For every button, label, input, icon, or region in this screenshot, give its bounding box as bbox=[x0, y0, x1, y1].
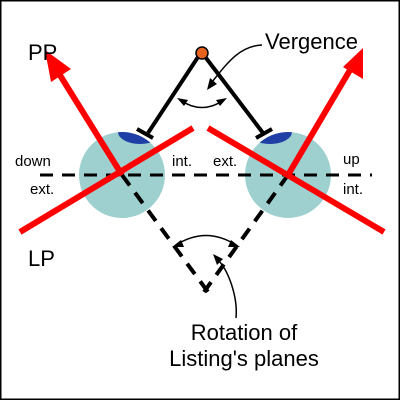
left-int-label: int. bbox=[172, 153, 192, 170]
right-visual-axis bbox=[201, 52, 265, 135]
left-pp-arrow-shaft bbox=[55, 70, 125, 177]
lp-label: LP bbox=[28, 246, 55, 271]
pp-label: PP bbox=[28, 40, 57, 65]
left-down-label: down bbox=[15, 153, 51, 170]
right-int-label: int. bbox=[343, 181, 363, 198]
rotation-leader-line bbox=[217, 259, 237, 319]
rotation-label-line2: Listing's planes bbox=[169, 346, 319, 371]
right-pp-arrow-shaft bbox=[285, 68, 353, 177]
right-ext-label: ext. bbox=[213, 153, 237, 170]
rotation-leader-arrowhead bbox=[213, 254, 223, 265]
vergence-arc-arrowhead-right bbox=[216, 98, 227, 106]
left-axis-cap bbox=[136, 127, 154, 140]
left-listing-plane-line bbox=[18, 125, 195, 235]
vergence-leader-arrowhead bbox=[207, 78, 217, 90]
left-ext-label: ext. bbox=[30, 181, 54, 198]
left-dashed-plane-line bbox=[120, 173, 210, 294]
right-listing-plane-line bbox=[206, 125, 386, 235]
vergence-arc-arrowhead-left bbox=[177, 98, 188, 106]
right-axis-cap bbox=[255, 127, 273, 140]
left-visual-axis bbox=[146, 52, 202, 135]
planes-arc-arrowhead-left bbox=[172, 240, 184, 247]
left-pp-arrowhead bbox=[45, 50, 71, 82]
right-up-label: up bbox=[343, 151, 360, 168]
planes-rotation-arc bbox=[175, 234, 237, 246]
vergence-label: Vergence bbox=[265, 29, 358, 54]
rotation-label-line1: Rotation of bbox=[191, 320, 298, 345]
fixation-target bbox=[195, 46, 209, 60]
planes-arc-arrowhead-right bbox=[228, 240, 240, 247]
vergence-leader-line bbox=[211, 44, 263, 83]
right-dashed-plane-line bbox=[202, 173, 290, 294]
right-pp-arrowhead bbox=[343, 48, 363, 79]
